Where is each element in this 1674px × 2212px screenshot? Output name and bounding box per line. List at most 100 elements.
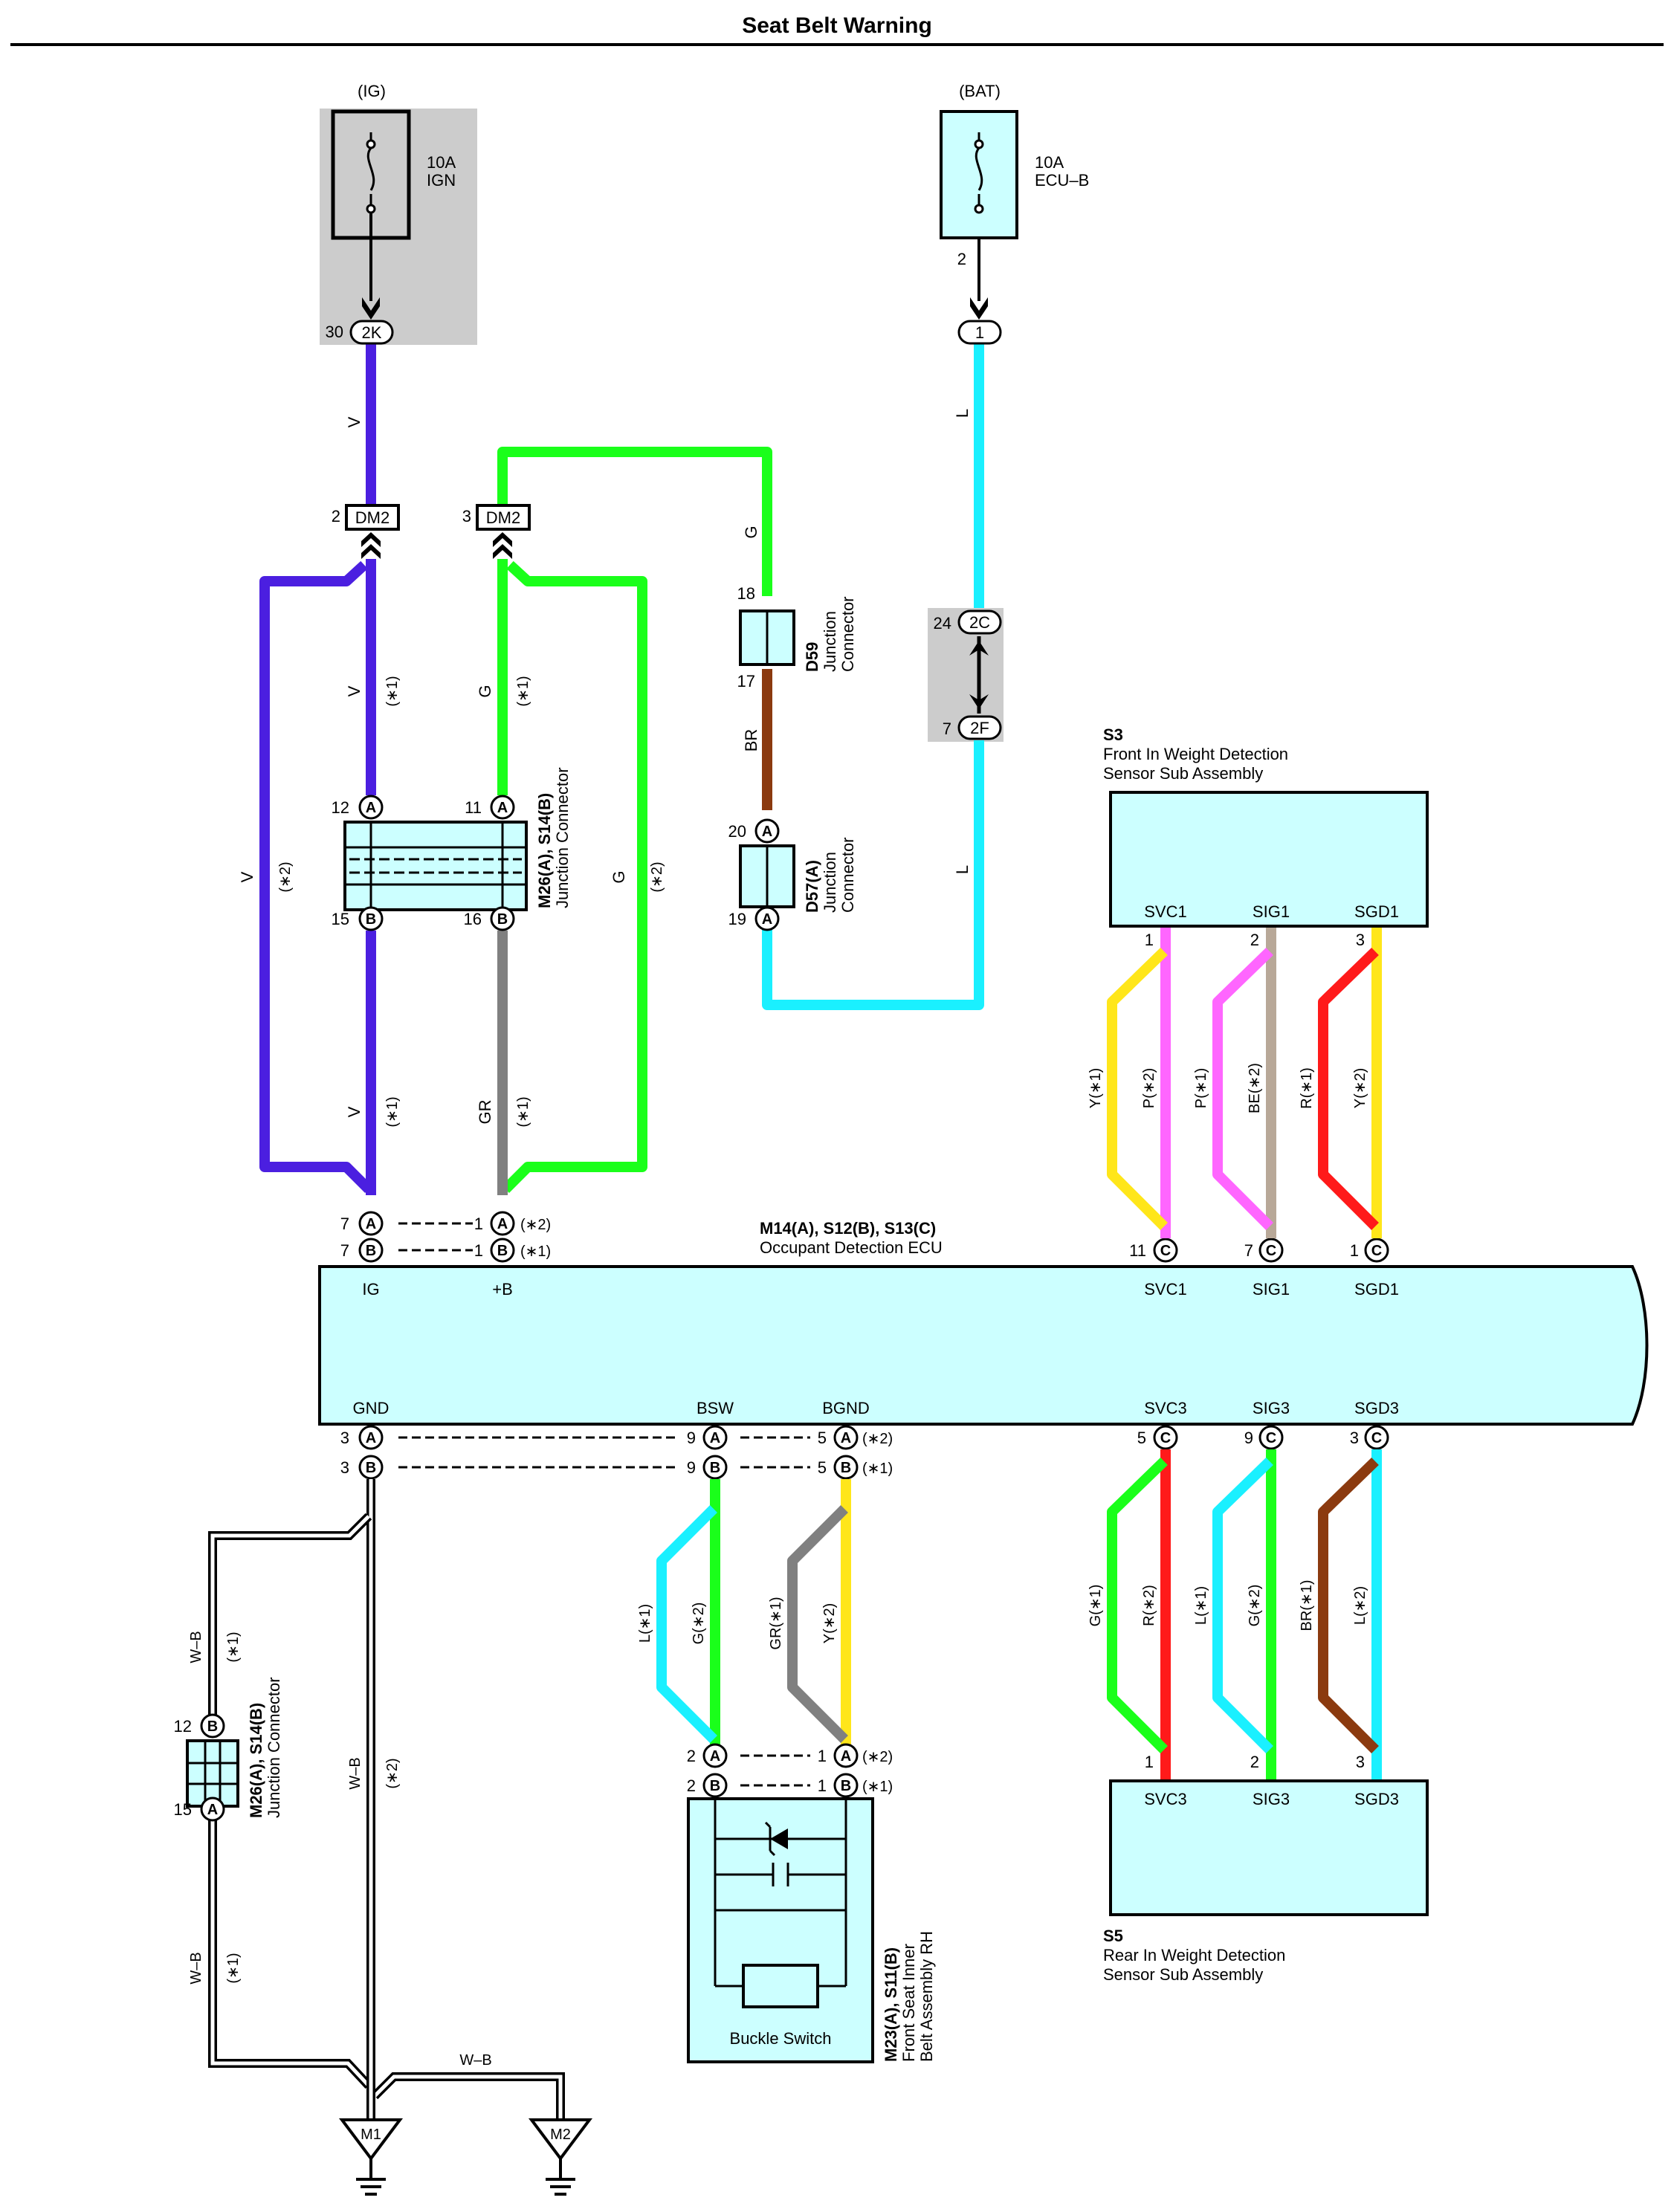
- d57-pin-top-circle: [754, 818, 780, 844]
- ecu-terminal-sgd3: SGD3: [1354, 1399, 1399, 1417]
- ecu-pin-ig-a-number: 7: [340, 1215, 349, 1233]
- ecu-pin-sgd1-letter: C: [1371, 1243, 1382, 1259]
- label-s3-y1: Y(∗1): [1088, 1068, 1104, 1109]
- label-gr-low-note: (∗1): [515, 1096, 531, 1127]
- dm2-b-connector: [476, 504, 531, 531]
- diagram-title: Seat Belt Warning: [742, 13, 932, 38]
- ecu-pin-bgnd-b-number: 5: [818, 1458, 827, 1477]
- ecu-pin-bgnd-a: [833, 1425, 859, 1450]
- j2k-number: 30: [326, 323, 343, 341]
- ecu-terminal-bsw: BSW: [697, 1399, 734, 1417]
- d59-desc-2: Connector: [838, 596, 857, 672]
- buckle-pin-1a-note: (∗2): [862, 1749, 893, 1765]
- d57-desc-2: Connector: [838, 837, 857, 913]
- ecu-pin-gnd-a-number: 3: [340, 1429, 349, 1447]
- buckle-pin-1b-note: (∗1): [862, 1779, 893, 1795]
- m26-top-pin-br-number: 16: [464, 910, 482, 928]
- m26-top-name: M26(A), S14(B): [535, 793, 554, 908]
- wire-l: [762, 342, 984, 1010]
- d59-desc-1: Junction: [821, 611, 839, 672]
- ecu-name: M14(A), S12(B), S13(C): [760, 1219, 936, 1238]
- ecu-pin-bgnd-a-note: (∗2): [862, 1431, 893, 1447]
- buckle-pin-1b-letter: B: [841, 1778, 851, 1794]
- ecu-pin-bsw-a-letter: A: [710, 1430, 720, 1446]
- ecu-pin-ig-a: [358, 1211, 384, 1236]
- ecu-terminal-svc1: SVC1: [1144, 1280, 1186, 1299]
- ecu-pin-b-b: [490, 1238, 515, 1263]
- ecu-pin-gnd-b-number: 3: [340, 1458, 349, 1477]
- bat-arrow-icon: [970, 297, 988, 320]
- dm2-a-chevron-icon: [361, 532, 381, 559]
- buckle-wires: [656, 1479, 851, 1748]
- ecu-pin-svc3: [1153, 1425, 1178, 1450]
- buckle-pin-1a-letter: A: [841, 1748, 851, 1765]
- buckle-pin-2a: [702, 1743, 728, 1768]
- s3-code: S3: [1103, 725, 1123, 744]
- label-br: BR: [742, 729, 760, 752]
- ecu-pin-ig-b-letter: B: [366, 1243, 376, 1259]
- label-v-mid: V: [345, 685, 363, 696]
- s3-desc-2: Sensor Sub Assembly: [1103, 764, 1263, 783]
- ecu-pin-bsw-b-letter: B: [710, 1460, 720, 1476]
- ecu-pin-ig-b: [358, 1238, 384, 1263]
- label-g-d59: G: [742, 525, 760, 538]
- ecu-terminal-ig: IG: [362, 1280, 379, 1299]
- d59-pin-bottom: 17: [737, 672, 755, 691]
- label-wb-left-bot-note: (∗1): [225, 1953, 242, 1983]
- j1-connector: [957, 320, 1002, 345]
- s3-pin-svc1: 1: [1145, 931, 1154, 949]
- s3-terminal-sgd1: SGD1: [1354, 902, 1399, 921]
- label-s5-r2: R(∗2): [1141, 1585, 1157, 1626]
- buckle-pin-1b-number: 1: [818, 1776, 827, 1795]
- ecu-box: [318, 1265, 1649, 1426]
- ecu-pin-sgd1: [1364, 1238, 1389, 1263]
- ecu-pin-b-a: [490, 1211, 515, 1236]
- ig-fuse-rating: 10A: [427, 153, 456, 172]
- label-s5-g2: G(∗2): [1247, 1585, 1263, 1627]
- m26-bottom-pin-top: [200, 1713, 225, 1739]
- m26-top-desc: Junction Connector: [553, 767, 572, 908]
- m26-bottom-pin-top-number: 12: [174, 1717, 192, 1736]
- ecu-pin-svc3-number: 5: [1137, 1429, 1146, 1447]
- ecu-pin-bgnd-b-note: (∗1): [862, 1461, 893, 1477]
- d57-name: D57(A): [803, 860, 821, 913]
- s3-terminal-svc1: SVC1: [1144, 902, 1186, 921]
- s5-desc-2: Sensor Sub Assembly: [1103, 1965, 1263, 1984]
- m26-top-pin-bl-letter: B: [366, 911, 376, 928]
- ecu-pin-svc1-number: 11: [1129, 1241, 1146, 1260]
- s3-pin-sig1: 2: [1250, 931, 1259, 949]
- ground-m2-label: M2: [550, 2127, 571, 2143]
- dm2-a-connector: [345, 504, 400, 531]
- label-bk-y2: Y(∗2): [821, 1603, 838, 1644]
- ecu-pin-b-b-letter: B: [497, 1243, 508, 1259]
- wire-labels: V L G BR L V (∗1) G (∗1) V (∗2) G (∗2) V…: [188, 409, 1368, 2069]
- label-s5-l1: L(∗1): [1193, 1586, 1209, 1625]
- m26-top-pin-tl-letter: A: [366, 800, 376, 816]
- label-v-loop: V: [238, 871, 256, 882]
- ecu-pin-sig3-letter: C: [1266, 1430, 1276, 1446]
- label-s3-p1: P(∗1): [1193, 1068, 1209, 1109]
- ground-m1-label: M1: [361, 2127, 381, 2143]
- s5-wires: [1107, 1449, 1382, 1779]
- d57-desc-1: Junction: [821, 852, 839, 913]
- ecu-terminal-sgd1: SGD1: [1354, 1280, 1399, 1299]
- m26-bottom-name: M26(A), S14(B): [247, 1703, 265, 1818]
- m26-top-pin-tl-number: 12: [332, 798, 349, 817]
- label-s5-br1: BR(∗1): [1299, 1580, 1315, 1631]
- label-g-loop: G: [610, 870, 628, 883]
- label-v-low: V: [345, 1106, 363, 1117]
- m26-top-connector: [343, 821, 528, 911]
- s5-terminal-sgd3: SGD3: [1354, 1790, 1399, 1808]
- buckle-name: M23(A), S11(B): [882, 1947, 900, 2062]
- s5-terminal-svc3: SVC3: [1144, 1790, 1186, 1808]
- s5-desc-1: Rear In Weight Detection: [1103, 1946, 1285, 1964]
- ecu-terminal-b: +B: [492, 1280, 513, 1299]
- ecu-pin-sig1-number: 7: [1244, 1241, 1253, 1260]
- dm2-b-code: DM2: [486, 508, 520, 527]
- bat-fuse-box: [940, 110, 1018, 239]
- j2f-number: 7: [943, 719, 951, 738]
- label-s3-p2: P(∗2): [1141, 1068, 1157, 1109]
- ecu-pin-bgnd-b-letter: B: [841, 1460, 851, 1476]
- ecu-pin-bsw-a-number: 9: [687, 1429, 696, 1447]
- label-bk-g2: G(∗2): [691, 1603, 707, 1645]
